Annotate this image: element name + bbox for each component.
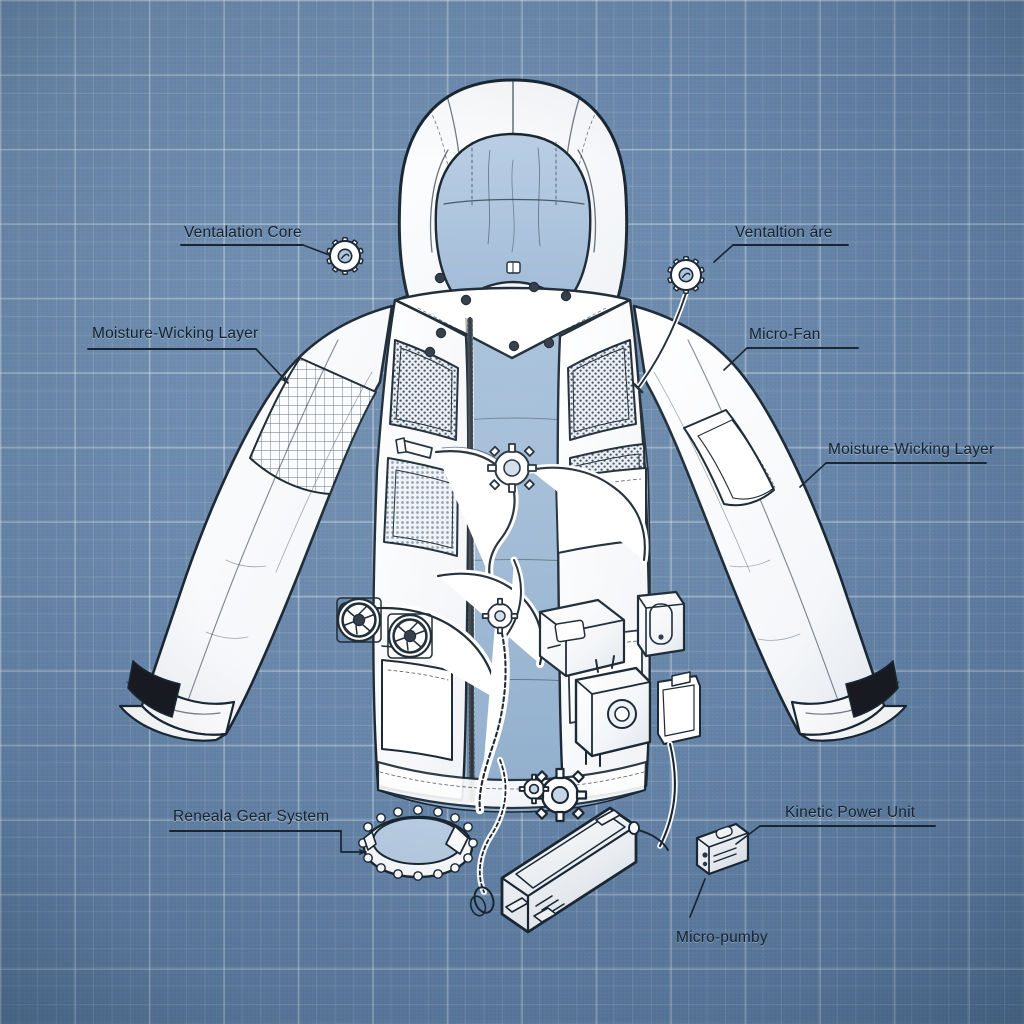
callout-leader-ventaltion-are xyxy=(713,244,734,263)
callout-label-micro-pumby: Micro-pumby xyxy=(676,929,768,946)
power-cable xyxy=(657,741,678,849)
callout-leader-micro-fan xyxy=(723,347,748,371)
micro-fan-assembly xyxy=(336,597,433,659)
callout-label-moisture-wicking-layer-right: Moisture-Wicking Layer xyxy=(828,441,995,458)
callout-leader-micro-pumby xyxy=(689,878,706,918)
callout-label-reneala-gear-system: Reneala Gear System xyxy=(173,808,330,825)
coiled-cord xyxy=(469,757,509,917)
callout-leader-moisture-wicking-layer-right xyxy=(799,462,827,488)
left-sleeve xyxy=(118,304,394,742)
callout-label-moisture-wicking-layer-left: Moisture-Wicking Layer xyxy=(92,325,259,342)
kinetic-power-unit-battery xyxy=(500,806,669,934)
pump-module xyxy=(636,590,686,658)
internal-gear-cluster xyxy=(481,443,588,823)
callout-leader-reneala-gear-system xyxy=(340,830,367,856)
callout-label-ventalation-core: Ventalation Core xyxy=(184,224,302,241)
callout-leader-ventalation-core xyxy=(302,244,333,257)
main-zipper[interactable] xyxy=(465,315,475,805)
callout-leader-moisture-wicking-layer-left xyxy=(255,348,289,384)
ring-gear-bearing xyxy=(358,805,478,881)
gear-icon xyxy=(326,236,364,276)
callout-label-micro-fan: Micro-Fan xyxy=(749,326,821,343)
side-battery-pocket xyxy=(657,671,701,745)
right-sleeve xyxy=(632,304,908,742)
callout-label-ventaltion-are: Ventaltion áre xyxy=(735,224,833,241)
callout-label-kinetic-power-unit: Kinetic Power Unit xyxy=(785,804,916,821)
snap-buttons[interactable] xyxy=(424,272,572,358)
control-module xyxy=(538,598,626,678)
valve-module xyxy=(574,655,652,767)
callout-leader-kinetic-power-unit xyxy=(735,825,761,845)
micro-pump-unit xyxy=(695,822,750,876)
chest-mesh-panels xyxy=(389,339,637,441)
gear-icon xyxy=(667,255,705,295)
